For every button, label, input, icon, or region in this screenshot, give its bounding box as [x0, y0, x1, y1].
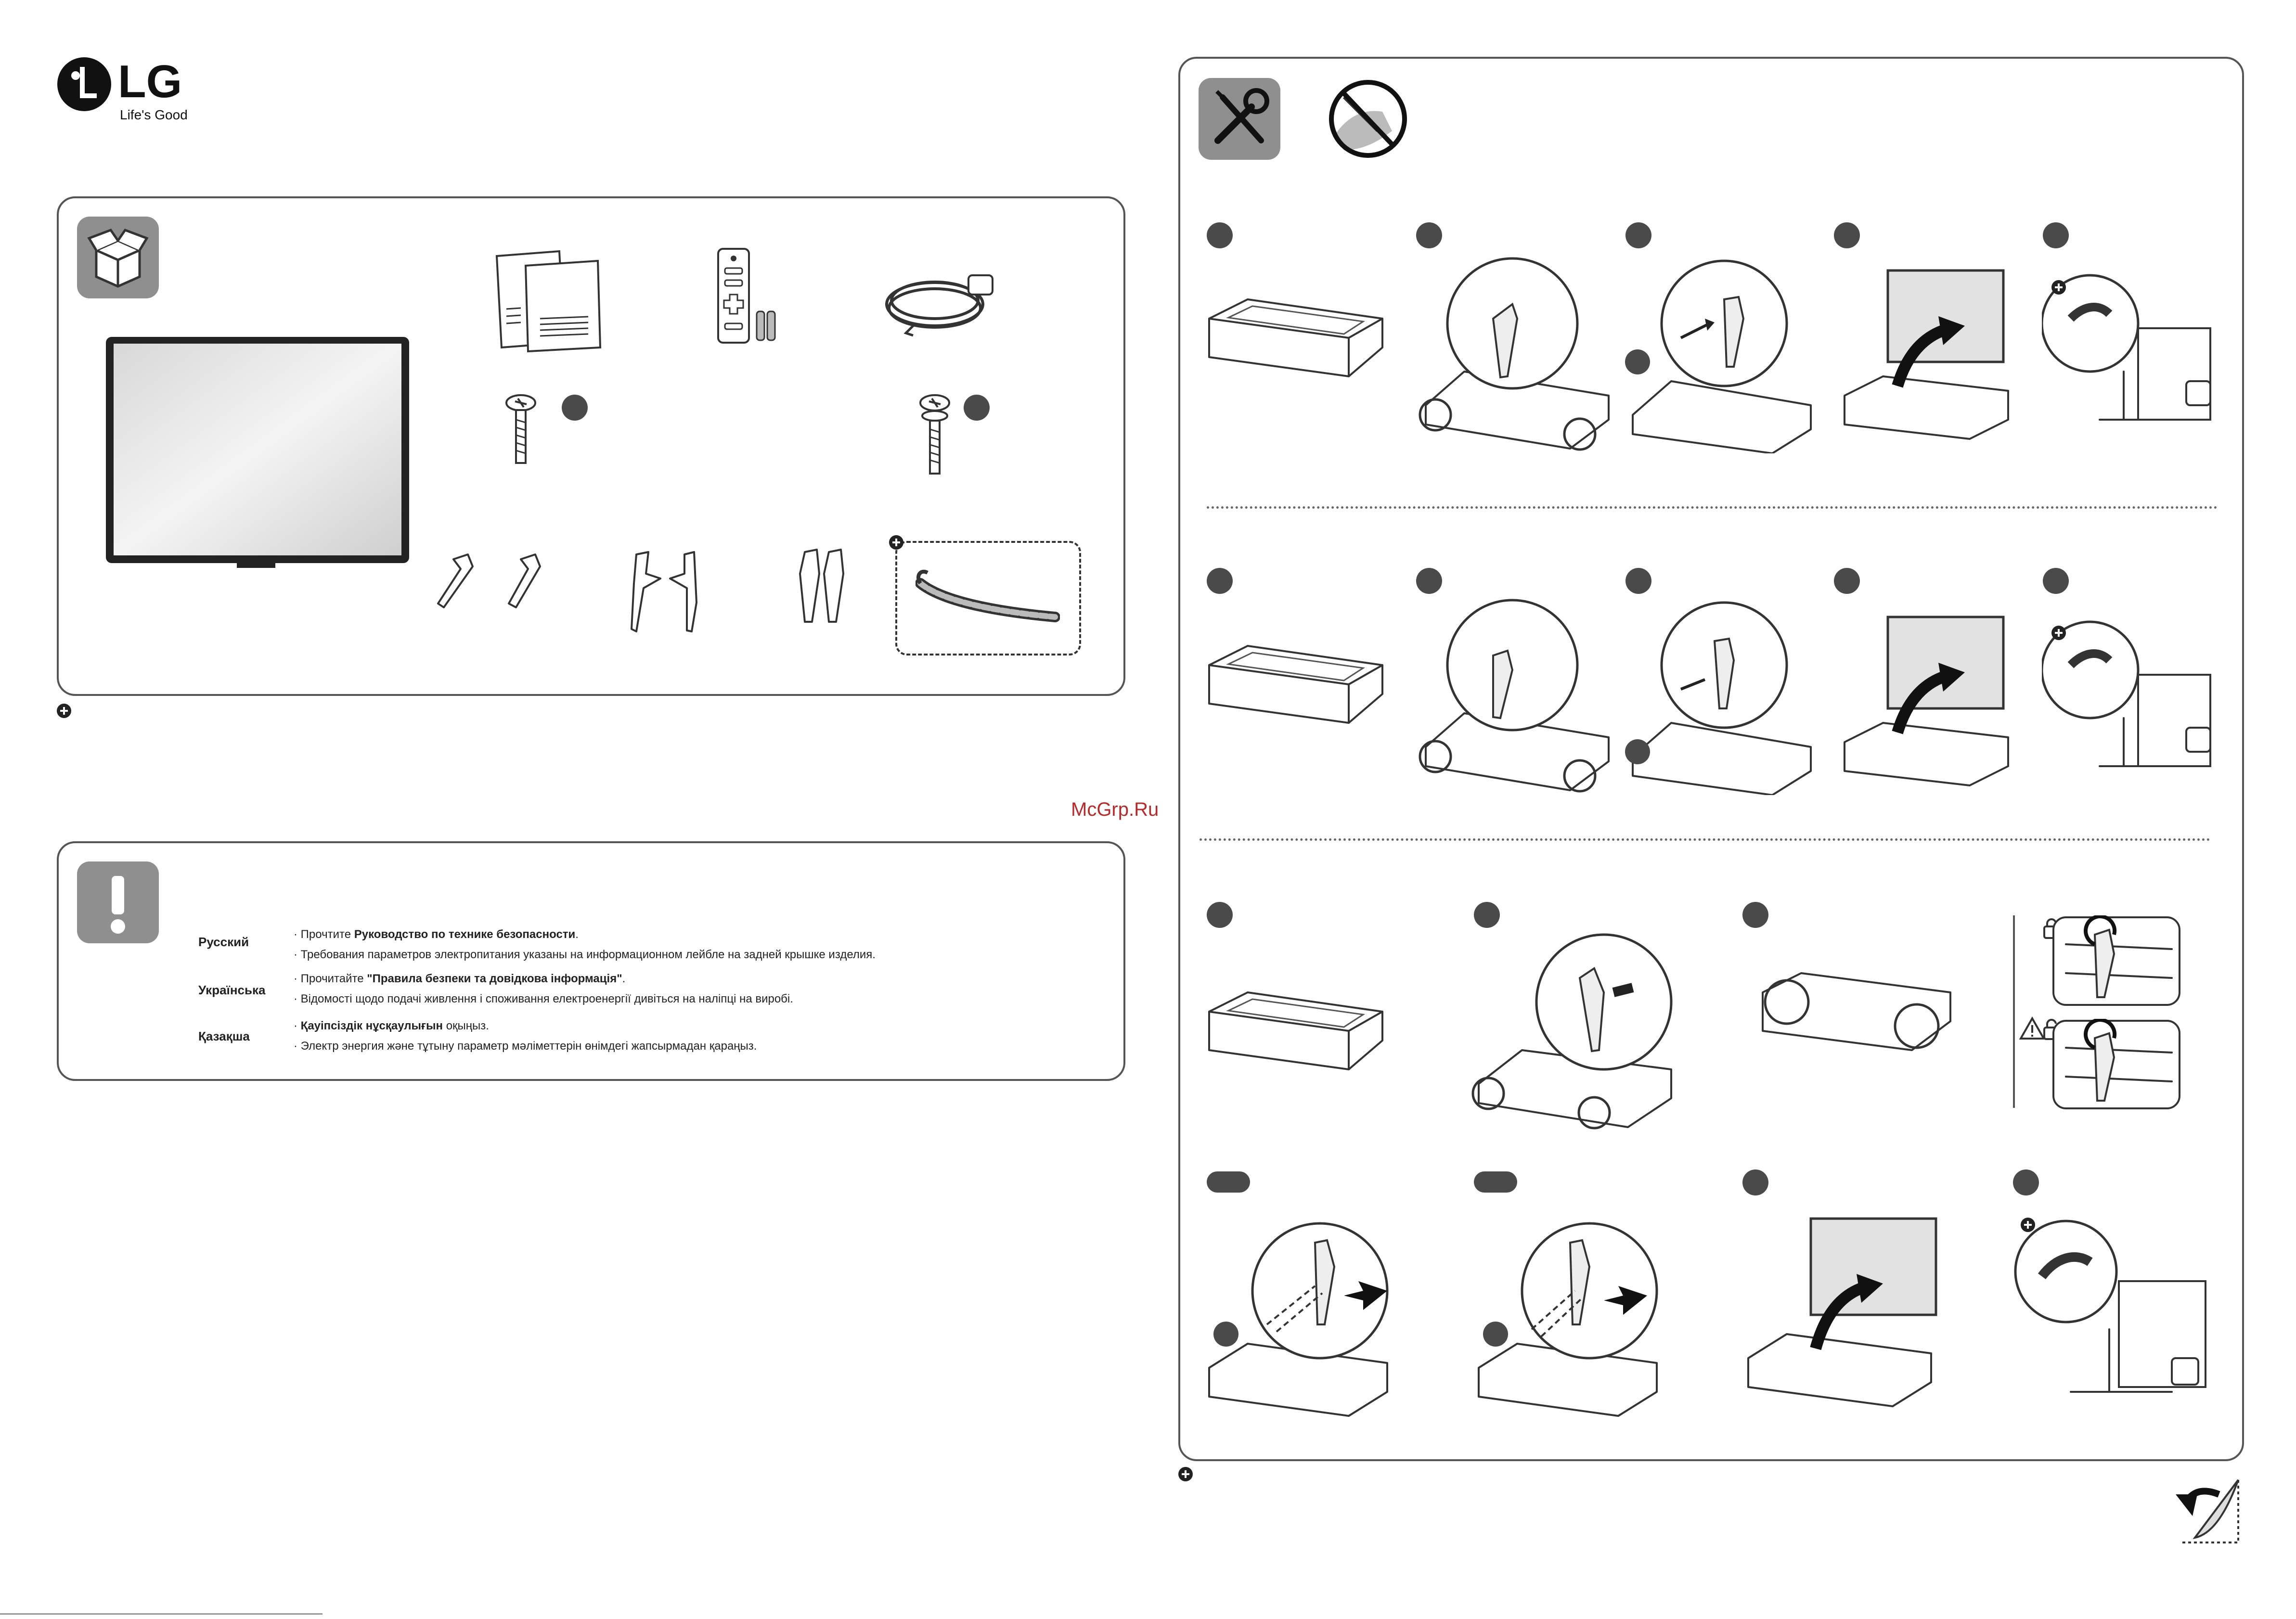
safety-text: Требования параметров электропитания ука… — [300, 948, 876, 961]
footnote-plus-icon — [1178, 1467, 1193, 1481]
language-label: Українська — [198, 983, 266, 997]
step-marker — [1207, 568, 1233, 594]
step-marker — [1207, 1171, 1250, 1193]
safety-doc-title: Руководство по технике безопасности — [354, 928, 576, 941]
stand-legs-icon — [437, 549, 844, 632]
step-marker — [1834, 568, 1860, 594]
screw-leg-illustration — [1478, 1222, 1658, 1417]
lift-tv-illustration — [1844, 269, 2009, 440]
trim-line — [0, 1613, 322, 1615]
step-marker — [2043, 568, 2069, 594]
step-marker — [2043, 222, 2069, 248]
optional-plus-icon — [2021, 1218, 2035, 1232]
connect-cable-illustration — [2014, 1220, 2206, 1393]
warning-icon — [2019, 1016, 2046, 1040]
insert-leg-illustration — [1625, 259, 1812, 453]
step-marker — [1742, 1169, 1768, 1195]
safety-line-2: · Відомості щодо подачі живлення і спожи… — [294, 992, 793, 1005]
safety-doc-title: "Правила безпеки та довідкова інформація… — [367, 972, 622, 985]
safety-doc-title: Қауіпсіздік нұсқаулығын — [300, 1019, 443, 1032]
step-marker — [1416, 568, 1442, 594]
connect-cable-illustration — [2042, 274, 2211, 421]
tools-icon — [1199, 78, 1280, 160]
watermark: McGrp.Ru — [1071, 799, 1159, 820]
step-marker — [1834, 222, 1860, 248]
exclamation-icon — [77, 861, 159, 943]
lift-tv-illustration — [1844, 616, 2009, 786]
connect-cable-illustration — [2042, 620, 2211, 767]
manual-icon — [495, 250, 602, 353]
safety-line-1: · Қауіпсіздік нұсқаулығын оқыңыз. — [294, 1019, 489, 1032]
safety-line-1: · Прочтите Руководство по технике безопа… — [294, 928, 579, 941]
step-marker — [1416, 222, 1442, 248]
assembly-panel — [1178, 57, 2244, 1461]
safety-text: Электр энергия және тұтыну параметр мәлі… — [300, 1040, 757, 1053]
step-marker — [1474, 1171, 1517, 1193]
safety-text: . — [622, 972, 626, 985]
optional-plus-icon — [2051, 626, 2066, 640]
screw-icon — [505, 394, 536, 464]
language-label: Қазақша — [198, 1029, 250, 1043]
screw-b-marker — [964, 395, 990, 421]
row-separator — [1200, 838, 2210, 841]
screw-leg-illustration — [1208, 1222, 1389, 1417]
cable-holder-icon — [916, 569, 1060, 622]
safety-text: Прочитайте — [300, 972, 367, 985]
attach-leg-illustration — [1419, 599, 1610, 793]
footnote-plus-icon — [57, 704, 71, 718]
attach-leg-illustration — [1471, 933, 1673, 1130]
power-cord-icon — [885, 274, 993, 337]
step-marker — [1207, 222, 1233, 248]
vertical-divider — [2013, 915, 2015, 1108]
safety-text: оқыңыз. — [443, 1019, 489, 1032]
step-marker — [2013, 1169, 2039, 1195]
open-box-icon — [77, 217, 159, 298]
screw-a-marker — [562, 395, 588, 421]
step-marker — [1474, 902, 1500, 928]
safety-panel: Русский · Прочтите Руководство по техник… — [57, 841, 1125, 1081]
brand-name: LG — [118, 56, 182, 107]
row-separator — [1207, 506, 2218, 509]
insert-leg-illustration — [1625, 601, 1812, 795]
safety-line-2: · Электр энергия және тұтыну параметр мә… — [294, 1040, 757, 1053]
cable-holder-box — [895, 541, 1081, 655]
locked-detail-illustration — [2052, 915, 2180, 1006]
lift-tv-illustration — [1747, 1217, 1937, 1407]
screw-washer-icon — [919, 394, 950, 475]
safety-text: . — [575, 928, 579, 941]
unlocked-detail-illustration — [2052, 1019, 2180, 1109]
safety-text: Прочтите — [300, 928, 354, 941]
legs-installed-illustration — [1762, 972, 1951, 1051]
box-contents-panel — [57, 196, 1125, 696]
lg-logo-icon — [57, 57, 111, 111]
tv-in-box-illustration — [1208, 645, 1383, 724]
lg-logo: LG Life's Good — [55, 55, 209, 128]
remote-icon — [717, 248, 776, 344]
step-marker — [1207, 902, 1233, 928]
no-sharp-object-icon — [1329, 80, 1407, 158]
attach-leg-illustration — [1419, 257, 1610, 451]
tv-icon — [106, 337, 409, 568]
language-label: Русский — [198, 935, 249, 949]
safety-line-2: · Требования параметров электропитания у… — [294, 948, 876, 961]
step-marker — [1625, 568, 1651, 594]
safety-text: Відомості щодо подачі живлення і спожива… — [300, 992, 793, 1005]
tv-in-box-illustration — [1208, 991, 1383, 1070]
step-marker — [1742, 902, 1768, 928]
optional-plus-icon — [2051, 280, 2066, 295]
tv-in-box-illustration — [1208, 298, 1383, 377]
step-marker — [1625, 222, 1651, 248]
optional-plus-icon — [889, 535, 903, 550]
page-turn-icon[interactable] — [2166, 1475, 2243, 1547]
safety-line-1: · Прочитайте "Правила безпеки та довідко… — [294, 972, 626, 985]
brand-tagline: Life's Good — [120, 107, 188, 122]
